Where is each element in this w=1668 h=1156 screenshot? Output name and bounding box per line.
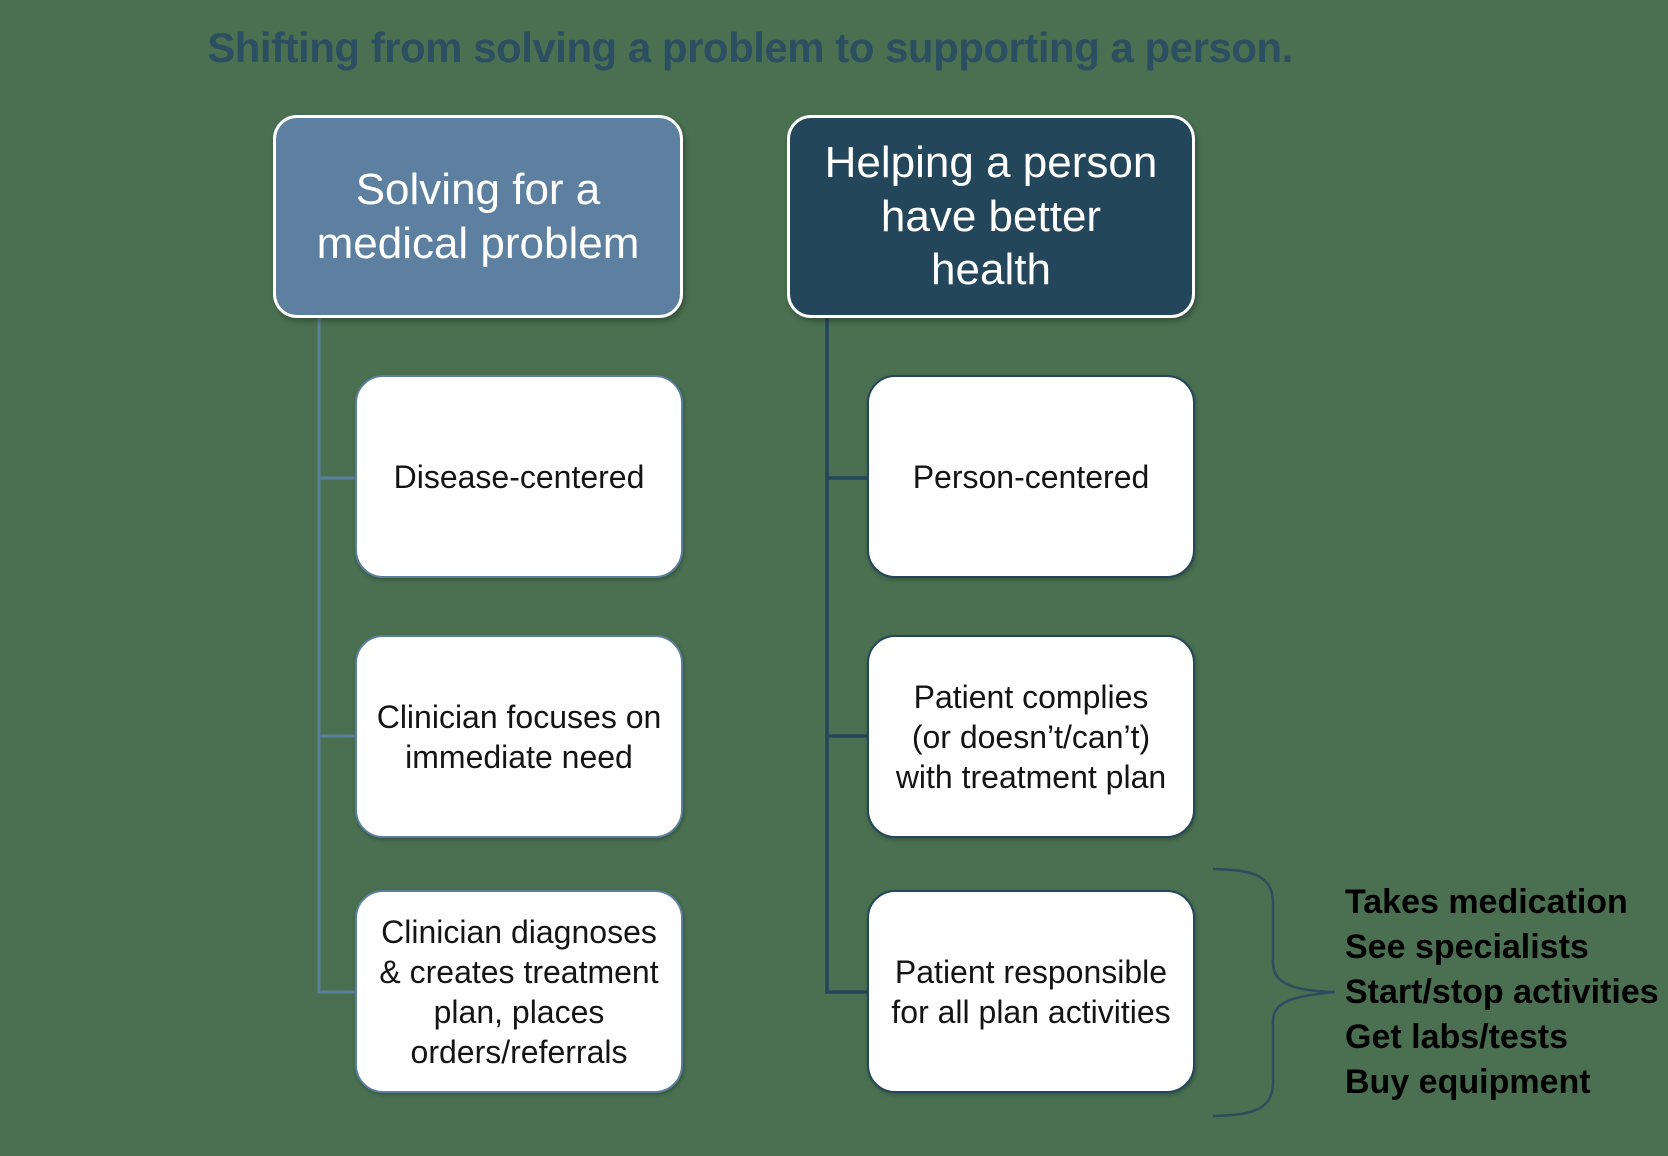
node-patient-complies: Patient complies (or doesn’t/can’t) with… <box>867 635 1195 838</box>
right-column-connector-lines <box>825 318 867 994</box>
list-item: See specialists <box>1345 928 1589 966</box>
node-disease-centered: Disease-centered <box>355 375 683 578</box>
left-column-connector-lines <box>317 318 355 994</box>
list-item: Start/stop activities <box>1345 973 1659 1011</box>
header-solving-medical-problem: Solving for a medical problem <box>273 115 683 318</box>
node-label: Disease-centered <box>393 458 645 495</box>
node-person-centered: Person-centered <box>867 375 1195 578</box>
right-brace-icon <box>1212 867 1336 1118</box>
plan-activities-list: Takes medication See specialists Start/s… <box>1345 880 1659 1105</box>
diagram-title: Shifting from solving a problem to suppo… <box>207 24 1293 71</box>
list-item: Buy equipment <box>1345 1063 1591 1101</box>
header-helping-person-health: Helping a person have better health <box>787 115 1195 318</box>
node-clinician-diagnoses-plan: Clinician diagnoses & creates treatment … <box>355 890 683 1093</box>
list-item: Takes medication <box>1345 883 1628 921</box>
node-label: Clinician focuses on immediate need <box>376 698 662 775</box>
header-left-label: Solving for a medical problem <box>316 164 640 268</box>
node-clinician-immediate-need: Clinician focuses on immediate need <box>355 635 683 838</box>
node-label: Clinician diagnoses & creates treatment … <box>379 913 659 1070</box>
list-item: Get labs/tests <box>1345 1018 1568 1056</box>
header-right-label: Helping a person have better health <box>824 137 1158 295</box>
node-patient-responsible: Patient responsible for all plan activit… <box>867 890 1195 1093</box>
node-label: Patient responsible for all plan activit… <box>891 953 1171 1030</box>
node-label: Person-centered <box>912 458 1150 495</box>
node-label: Patient complies (or doesn’t/can’t) with… <box>895 678 1167 795</box>
